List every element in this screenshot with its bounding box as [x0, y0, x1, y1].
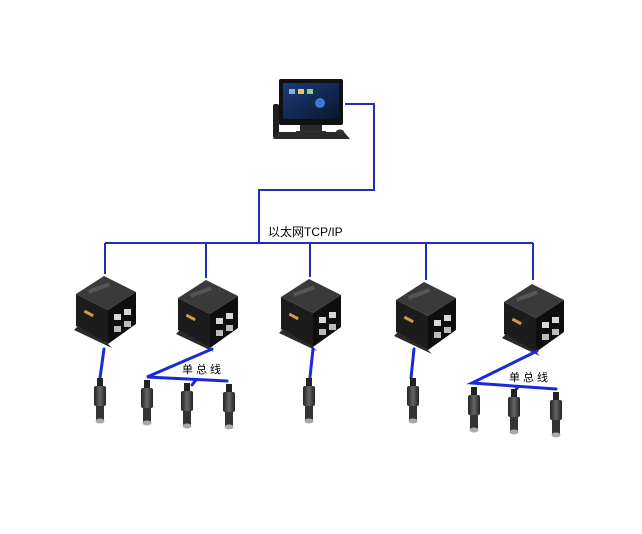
temperature-sensor-probe-icon	[508, 389, 520, 435]
controller-box-icon	[502, 284, 564, 356]
sensors	[94, 378, 562, 438]
controller-box-icon	[394, 282, 456, 354]
bus-wire-5	[466, 349, 558, 391]
temperature-sensor-probe-icon	[407, 378, 419, 424]
temperature-sensor-probe-icon	[94, 378, 106, 424]
bus-wire-2	[146, 347, 229, 383]
temperature-sensor-probe-icon	[303, 378, 315, 424]
bus-wire-3	[308, 347, 315, 379]
ethernet-label: 以太网TCP/IP	[268, 225, 343, 239]
temperature-sensor-probe-icon	[223, 384, 235, 430]
temperature-sensor-probe-icon	[550, 392, 562, 438]
bus-wire-1	[98, 347, 106, 380]
computer-uplink	[258, 103, 375, 243]
single-bus-wires	[98, 347, 558, 394]
single-bus-label-1: 单总线	[182, 363, 224, 376]
controllers	[74, 276, 564, 356]
ethernet-network-lines	[104, 103, 534, 280]
bus-wire-4	[409, 347, 416, 380]
bus-wire-2-tail	[190, 378, 198, 387]
temperature-sensor-probe-icon	[468, 387, 480, 433]
controller-box-icon	[74, 276, 136, 348]
temperature-sensor-probe-icon	[181, 383, 193, 429]
single-bus-label-2: 单总线	[509, 371, 551, 384]
controller-box-icon	[176, 280, 238, 352]
controller-box-icon	[279, 279, 341, 351]
desktop-computer-icon	[273, 79, 350, 139]
temperature-sensor-probe-icon	[141, 380, 153, 426]
